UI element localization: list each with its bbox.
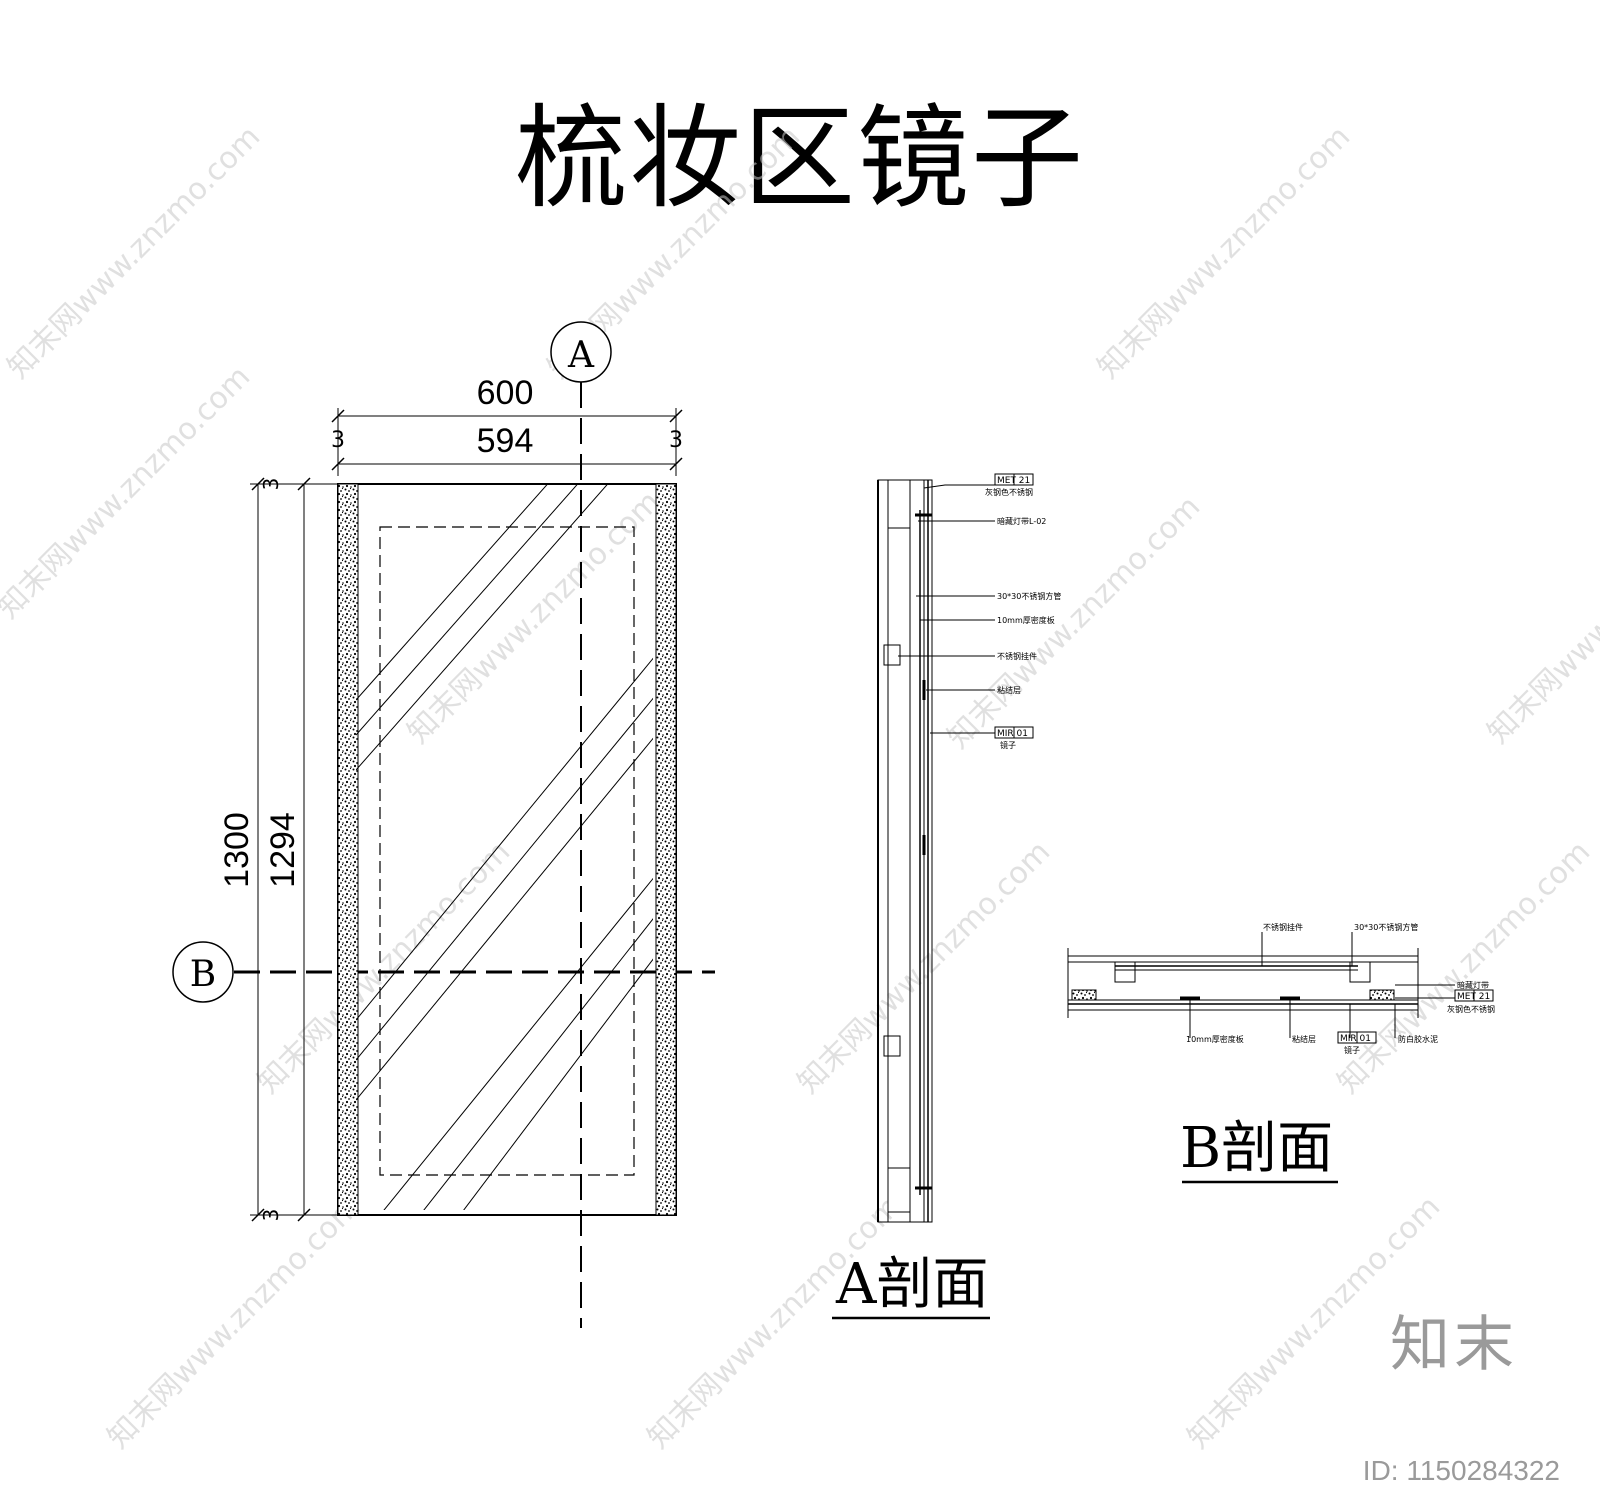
section-b-outer (1067, 955, 1419, 1011)
watermark-tile: 知末网www.znzmo.com (1091, 119, 1357, 385)
callout-b-hanger: 不锈钢挂件 (1263, 922, 1303, 932)
callout-a-mirror: 镜子 (1000, 740, 1016, 750)
watermark-tile: 知末网www.znzmo.com (101, 1189, 367, 1455)
dim-inner-height: 1294 (264, 812, 302, 888)
page-title: 梳妆区镜子 (515, 94, 1085, 224)
watermark-tile: 知末网www.znzmo.com (401, 484, 667, 750)
callout-a-met21-code: MET 21 (997, 476, 1030, 486)
callout-a-stainless-steel: 灰钢色不锈钢 (985, 487, 1033, 497)
section-a-marker-label: A (567, 335, 595, 376)
watermark-id: ID: 1150284322 (1362, 1455, 1560, 1486)
section-b-label: B剖面 (1180, 1116, 1333, 1181)
callout-a-mir01-code: MIR 01 (997, 729, 1028, 739)
led-strip-left (337, 483, 359, 1216)
hanger-bottom (883, 1035, 901, 1057)
callout-a-adhesive: 粘结层 (997, 685, 1021, 695)
watermark-tile: 知末网www.znzmo.com (1481, 484, 1600, 750)
callout-b-mir01-code: MIR 01 (1340, 1034, 1371, 1044)
callout-b-adhesive: 粘结层 (1292, 1034, 1316, 1044)
callout-a-steel-tube: 30*30不锈钢方管 (997, 591, 1061, 601)
dim-outer-width: 600 (477, 374, 534, 412)
callout-b-board: 10mm厚密度板 (1186, 1034, 1244, 1044)
callout-b-steel-tube: 30*30不锈钢方管 (1354, 922, 1418, 932)
dim-edge-bottom: 3 (259, 1209, 283, 1222)
dim-edge-right: 3 (669, 428, 683, 453)
watermark-brand: 知末 (1390, 1310, 1518, 1380)
led-strip-right (655, 483, 677, 1216)
callout-b-stainless-steel: 灰钢色不锈钢 (1447, 1004, 1495, 1014)
callout-b-met21-code: MET 21 (1457, 992, 1490, 1002)
hidden-frame-outline (379, 526, 635, 1176)
callout-a-led-strip: 暗藏灯带L-02 (997, 516, 1046, 526)
watermark-tile: 知末网www.znzmo.com (941, 489, 1207, 755)
hanger-top (883, 644, 901, 666)
callout-b-sealant: 防白胶水泥 (1398, 1034, 1438, 1044)
mirror-elevation: A B 600 594 3 3 (172, 321, 715, 1328)
glass-hatch (356, 484, 653, 1210)
callout-b-mirror: 镜子 (1344, 1045, 1360, 1055)
callout-a-hanger: 不锈钢挂件 (997, 651, 1037, 661)
watermark-tile: 知末网www.znzmo.com (1331, 834, 1597, 1100)
dim-inner-width: 594 (477, 422, 534, 460)
callout-a-board: 10mm厚密度板 (997, 615, 1055, 625)
section-b-drawing (1067, 932, 1494, 1044)
watermark-tile: 知末网www.znzmo.com (641, 1189, 907, 1455)
callout-b-led-strip: 暗藏灯带 (1457, 980, 1489, 990)
dim-edge-left: 3 (331, 428, 345, 453)
section-a-callouts: MET 21 灰钢色不锈钢 暗藏灯带L-02 30*30不锈钢方管 10mm厚密… (985, 476, 1061, 750)
section-b-marker (172, 941, 234, 1003)
watermark-tile: 知末网www.znzmo.com (0, 359, 257, 625)
section-b-callouts: 不锈钢挂件 30*30不锈钢方管 暗藏灯带 MET 21 灰钢色不锈钢 10mm… (1186, 922, 1495, 1055)
section-a-label: A剖面 (835, 1252, 988, 1317)
section-b-marker-label: B (190, 954, 216, 995)
dim-outer-height: 1300 (218, 812, 256, 888)
section-a-drawing (877, 473, 1034, 1223)
dim-edge-top: 3 (259, 478, 283, 491)
watermark-tiles: 知末网www.znzmo.com 知末网www.znzmo.com 知末网www… (0, 119, 1600, 1455)
watermark-tile: 知末网www.znzmo.com (1, 119, 267, 385)
